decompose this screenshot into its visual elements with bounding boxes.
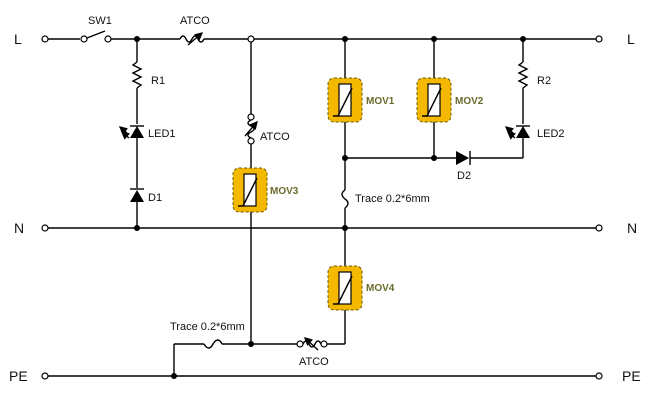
terminal-pe-right (595, 372, 603, 380)
label-atco-top: ATCO (180, 15, 210, 27)
terminal-n-left (41, 224, 49, 232)
rail-label-n-right: N (627, 220, 637, 236)
label-r2: R2 (537, 75, 551, 87)
branch-mov3 (232, 42, 268, 344)
terminal-l-left (41, 35, 49, 43)
resistor-r2 (517, 61, 529, 89)
rail-label-n-left: N (14, 220, 24, 236)
rail-label-pe-right: PE (622, 368, 641, 384)
varistor-mov2 (416, 77, 452, 123)
trace-fuse-upper (341, 189, 349, 209)
switch-sw1 (80, 30, 112, 43)
line-rail (48, 30, 596, 46)
label-trace-upper: Trace 0.2*6mm (355, 193, 430, 205)
branch-mov4 (251, 265, 363, 351)
label-mov2: MOV2 (455, 96, 484, 107)
label-trace-lower: Trace 0.2*6mm (170, 321, 245, 333)
atco-fuse-top (179, 32, 205, 46)
label-atco-bottom: ATCO (299, 356, 329, 368)
terminal-l-right (595, 35, 603, 43)
label-atco-mid: ATCO (260, 131, 290, 143)
branch-indicator-1 (118, 39, 144, 228)
led-led2 (504, 125, 530, 140)
label-sw1: SW1 (88, 15, 112, 27)
label-mov3: MOV3 (270, 186, 299, 197)
led-led1 (118, 125, 144, 140)
label-led2: LED2 (537, 128, 565, 140)
varistor-mov1 (327, 77, 363, 123)
varistor-mov4 (327, 265, 363, 311)
trace-fuse-lower (203, 339, 223, 349)
varistor-mov3 (232, 167, 268, 213)
terminal-n-right (595, 224, 603, 232)
label-mov1: MOV1 (366, 96, 395, 107)
diode-link-d2 (345, 151, 523, 165)
rail-label-l-right: L (627, 31, 635, 47)
label-d1: D1 (148, 192, 162, 204)
label-d2: D2 (457, 170, 471, 182)
terminal-pe-left (41, 372, 49, 380)
branch-indicator-2 (504, 39, 530, 158)
diode-d1 (130, 188, 144, 202)
label-r1: R1 (151, 75, 165, 87)
branch-mov2 (416, 39, 452, 158)
rail-label-l-left: L (14, 31, 22, 47)
diode-d2 (456, 151, 471, 165)
rail-label-pe-left: PE (9, 368, 28, 384)
label-led1: LED1 (148, 128, 176, 140)
resistor-r1 (131, 61, 143, 89)
branch-mov1 (327, 39, 363, 268)
trace-link-lower (173, 339, 251, 376)
label-mov4: MOV4 (366, 283, 395, 294)
